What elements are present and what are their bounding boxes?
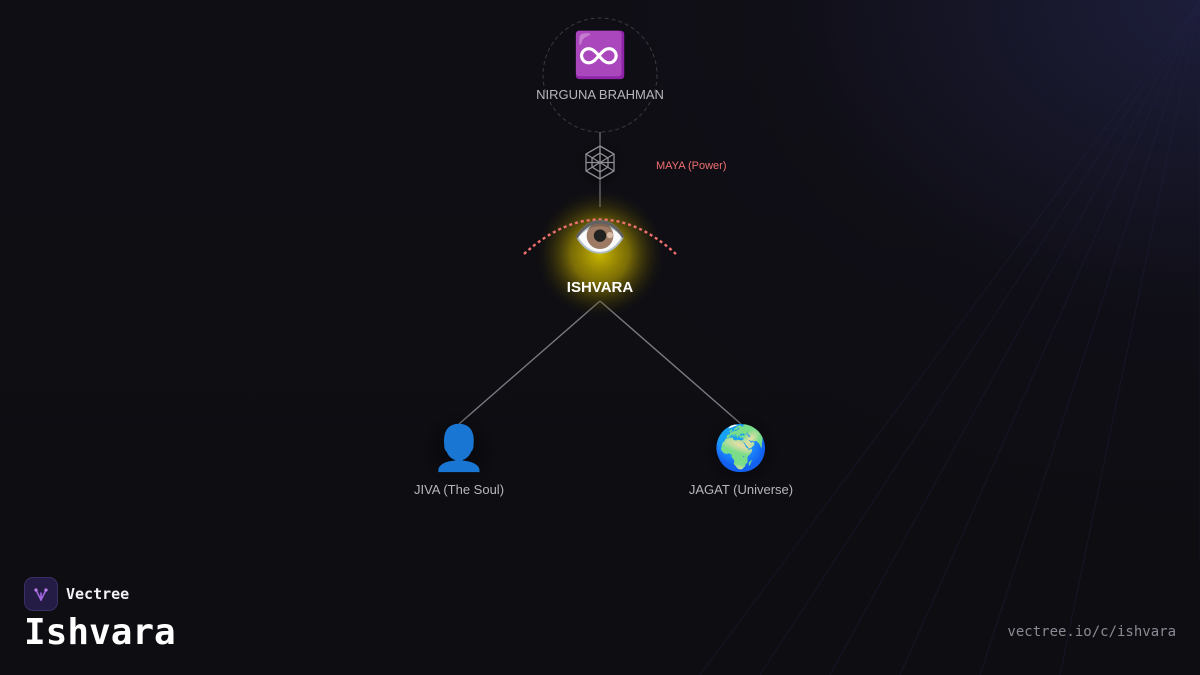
web-icon <box>585 145 615 180</box>
eye-icon: 👁️ <box>573 213 628 262</box>
brand-name: Vectree <box>66 585 130 603</box>
page-title: Ishvara <box>24 612 176 653</box>
node-jiva[interactable]: 👤 JIVA (The Soul) <box>414 410 504 497</box>
nirguna-label: NIRGUNA BRAHMAN <box>536 87 664 102</box>
ishvara-label: ISHVARA <box>567 279 634 296</box>
maya-label: MAYA (Power) <box>656 160 727 172</box>
jiva-label: JIVA (The Soul) <box>414 482 504 497</box>
jiva-shadow <box>419 410 499 490</box>
node-jagat[interactable]: 🌍 JAGAT (Universe) <box>689 410 793 497</box>
node-maya[interactable]: MAYA (Power) <box>574 137 727 189</box>
nirguna-halo <box>542 17 658 133</box>
person-icon: 👤 <box>432 423 487 473</box>
page-url[interactable]: vectree.io/c/ishvara <box>1007 624 1176 640</box>
globe-icon: 🌍 <box>714 423 769 473</box>
jagat-shadow <box>701 410 781 490</box>
infinity-icon: ♾️ <box>573 30 628 80</box>
vectree-logo-icon <box>24 577 58 611</box>
maya-veil-arc <box>523 218 677 255</box>
edge-ishvara-jagat <box>599 300 742 425</box>
node-nirguna-brahman[interactable]: ♾️ NIRGUNA BRAHMAN <box>536 17 664 133</box>
brand[interactable]: Vectree <box>24 577 129 611</box>
edge-ishvara-jiva <box>458 300 601 425</box>
jagat-label: JAGAT (Universe) <box>689 482 793 497</box>
ishvara-glow <box>536 190 664 318</box>
node-ishvara[interactable]: 👁️ ISHVARA <box>523 190 677 318</box>
